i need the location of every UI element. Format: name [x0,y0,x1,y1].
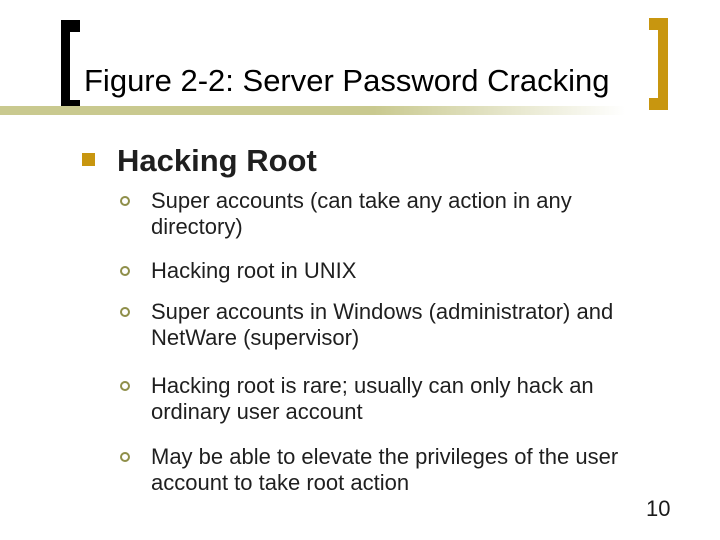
bullet-hacking-root-unix: Hacking root in UNIX [151,258,357,283]
circle-bullet-icon [120,452,130,462]
circle-bullet-icon [120,266,130,276]
bullet-super-accounts: Super accounts (can take any action in a… [151,188,572,239]
square-bullet-icon [82,153,95,166]
slide-title: Figure 2-2: Server Password Cracking [84,63,610,98]
right-bracket-icon [649,18,668,110]
bullet-hacking-root-rare: Hacking root is rare; usually can only h… [151,373,594,424]
circle-bullet-icon [120,381,130,391]
circle-bullet-icon [120,307,130,317]
bullet-elevate-privileges: May be able to elevate the privileges of… [151,444,619,495]
circle-bullet-icon [120,196,130,206]
page-number: 10 [646,496,671,521]
bullet-super-accounts-windows: Super accounts in Windows (administrator… [151,299,614,350]
title-underline-band [0,106,680,115]
left-bracket-icon [61,20,80,113]
heading-hacking-root: Hacking Root [117,143,317,178]
